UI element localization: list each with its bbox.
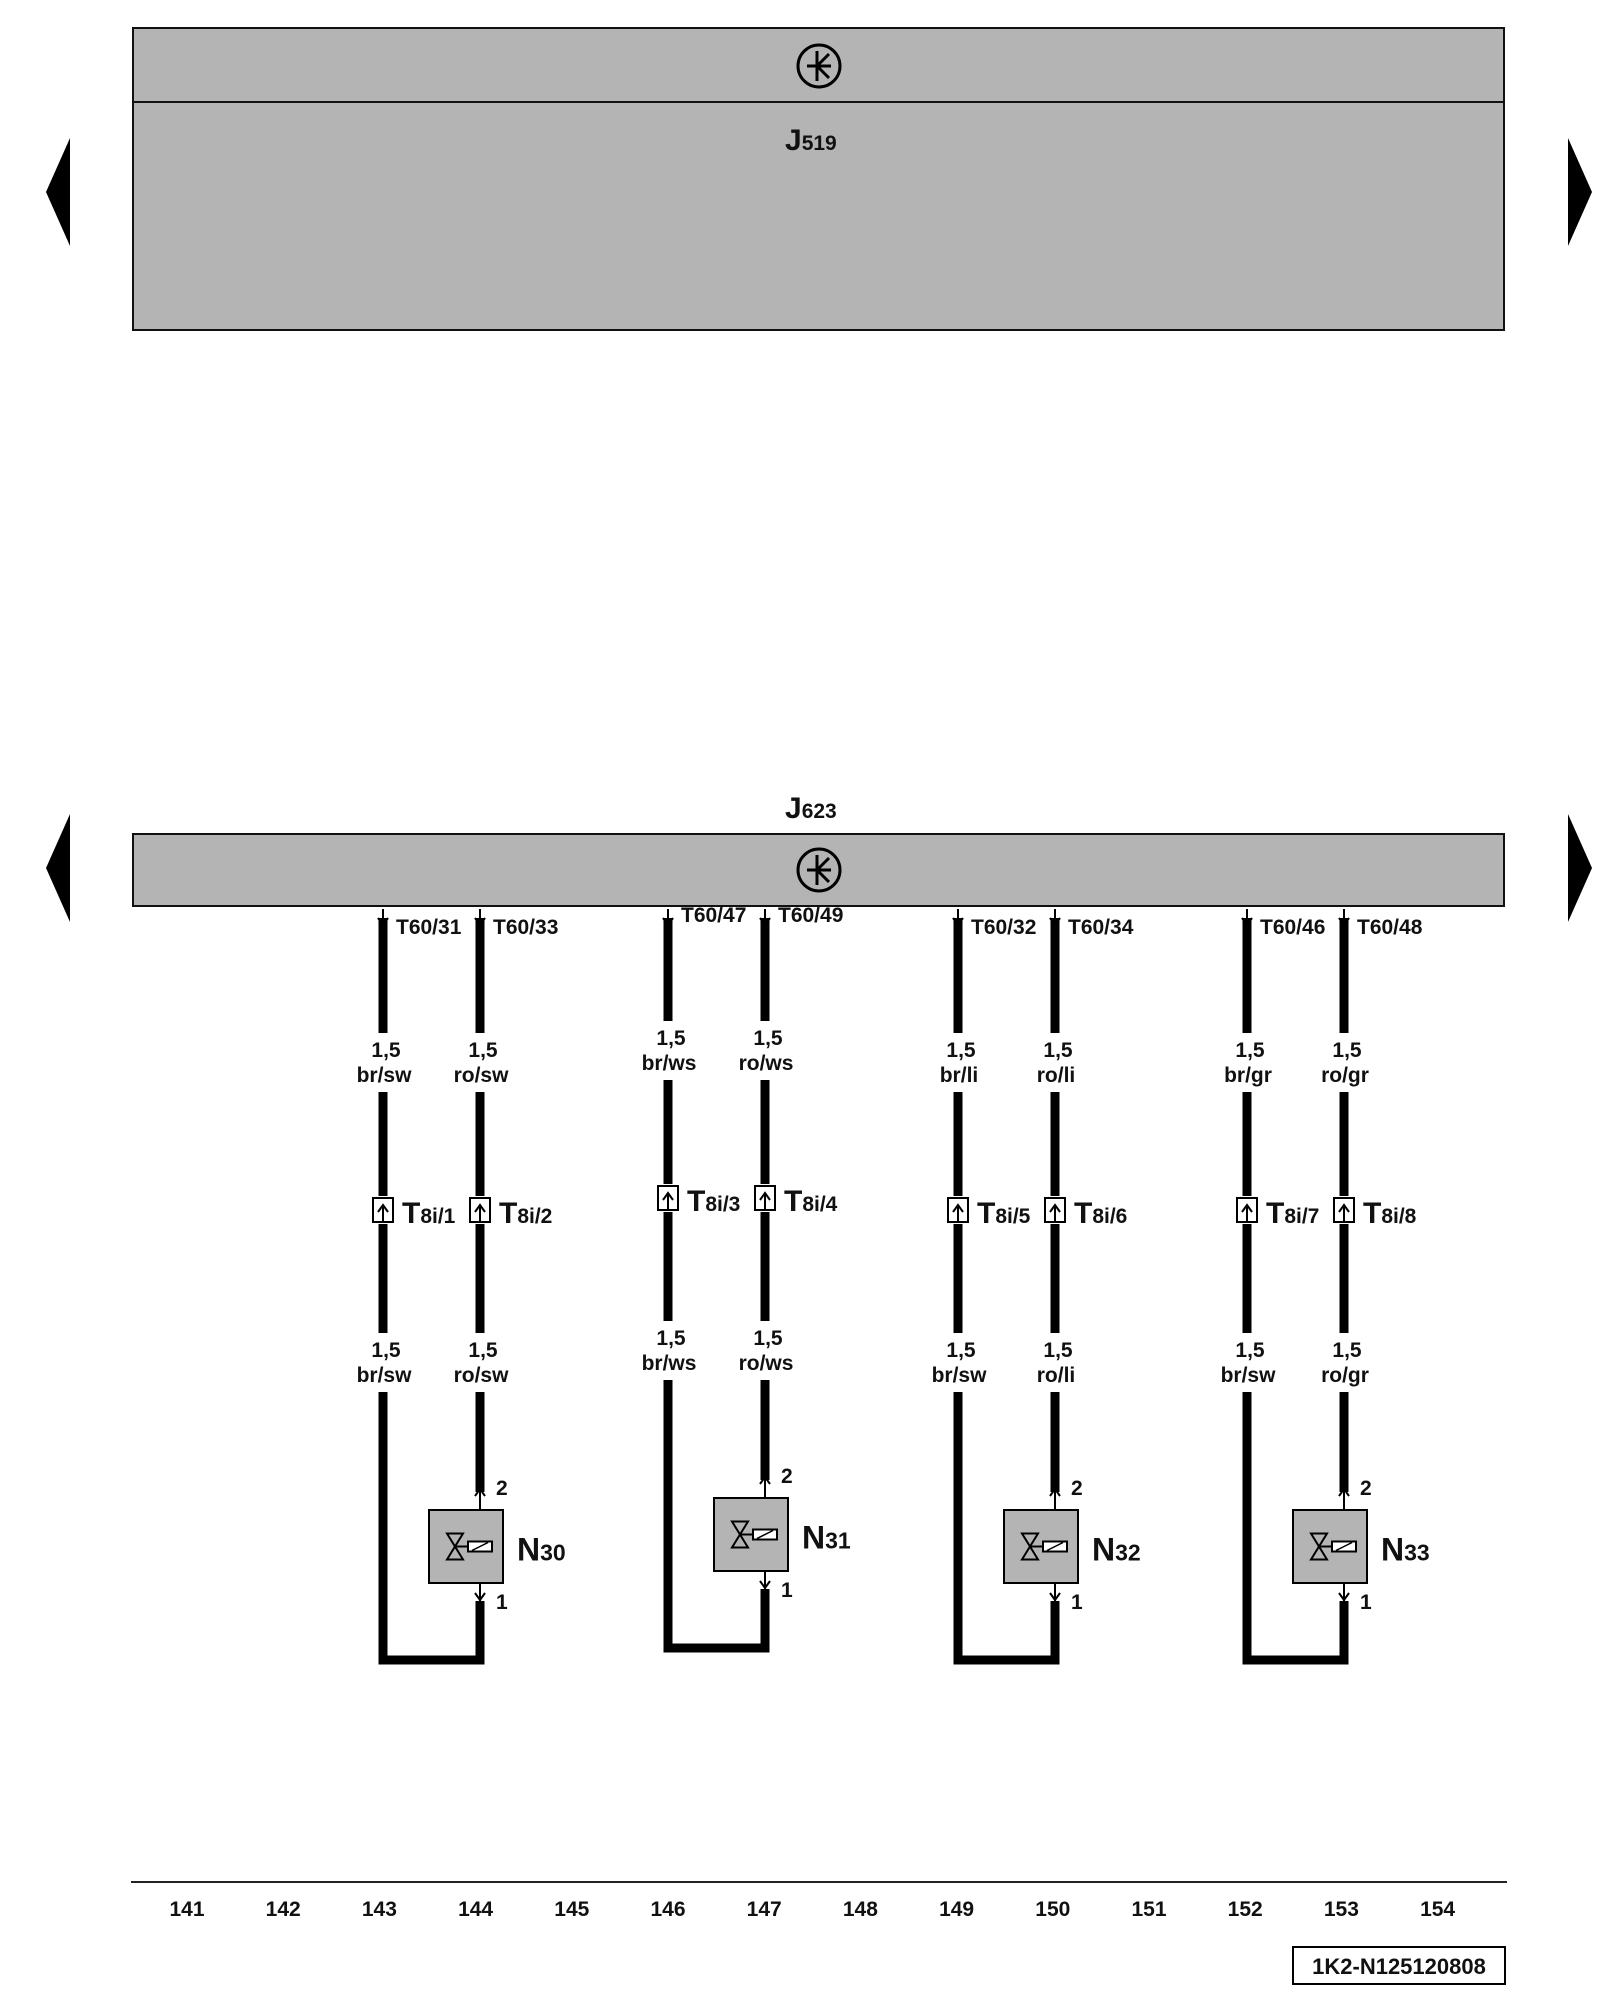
grid-number: 142: [266, 1898, 301, 1921]
wire-color-label: ro/gr: [1321, 1364, 1369, 1387]
grid-number: 145: [554, 1898, 589, 1921]
wire-color-label: ro/ws: [739, 1052, 794, 1075]
grid-number: 143: [362, 1898, 397, 1921]
grid-number: 153: [1324, 1898, 1359, 1921]
document-id-box: 1K2-N125120808: [1292, 1946, 1506, 1985]
pin-label: T60/33: [493, 916, 558, 939]
connector-label: T8i/8: [1363, 1197, 1417, 1230]
component-pin-label: 1: [1071, 1591, 1083, 1614]
component-pin-label: 2: [496, 1477, 508, 1500]
control-unit-j623: J623: [132, 792, 1505, 907]
wire-gauge-label: 1,5: [1043, 1039, 1073, 1062]
pin-label: T60/49: [778, 904, 843, 927]
component-pin-label: 2: [1071, 1477, 1083, 1500]
wire-color-label: br/sw: [357, 1064, 413, 1087]
wire-gauge-label: 1,5: [656, 1327, 686, 1350]
pin-arrow-icon: [759, 1571, 771, 1589]
wire-gauge-label: 1,5: [1332, 1039, 1362, 1062]
grid-number: 147: [747, 1898, 782, 1921]
wire-gauge-label: 1,5: [753, 1327, 783, 1350]
wire-color-label: ro/ws: [739, 1352, 794, 1375]
wire-color-label: ro/sw: [454, 1064, 510, 1087]
wire-color-label: br/ws: [642, 1052, 697, 1075]
wire-color-label: br/sw: [357, 1364, 413, 1387]
pin-label: T60/34: [1068, 916, 1134, 939]
grid-number: 152: [1228, 1898, 1263, 1921]
circuit-N31: T60/471,5br/wsT8i/31,5br/wsT60/491,5ro/w…: [642, 904, 851, 1653]
wire-color-label: ro/li: [1037, 1364, 1076, 1387]
triangle-right-icon[interactable]: [1568, 138, 1592, 246]
circuit-N32: T60/321,5br/liT8i/51,5br/swT60/341,5ro/l…: [932, 908, 1141, 1665]
pin-label: T60/32: [971, 916, 1036, 939]
wire-color-label: ro/gr: [1321, 1064, 1369, 1087]
pin-label: T60/48: [1357, 916, 1423, 939]
component-pin-label: 1: [496, 1591, 508, 1614]
component-label: N32: [1092, 1532, 1141, 1568]
component-pin-label: 1: [1360, 1591, 1372, 1614]
connector-label: T8i/7: [1266, 1197, 1319, 1230]
wire-color-label: br/ws: [642, 1352, 697, 1375]
grid-number: 154: [1420, 1898, 1455, 1921]
wire-gauge-label: 1,5: [371, 1339, 401, 1362]
wire-color-label: ro/sw: [454, 1364, 510, 1387]
triangle-left-icon[interactable]: [46, 814, 70, 922]
wire-gauge-label: 1,5: [468, 1339, 498, 1362]
wire-gauge-label: 1,5: [468, 1039, 498, 1062]
component-label: N31: [802, 1520, 851, 1556]
wire-gauge-label: 1,5: [656, 1027, 686, 1050]
valve-icon: [445, 1532, 465, 1561]
wire-gauge-label: 1,5: [1332, 1339, 1362, 1362]
wire-gauge-label: 1,5: [1235, 1039, 1265, 1062]
component-pin-label: 1: [781, 1579, 793, 1602]
connector-label: T8i/3: [687, 1185, 740, 1218]
pin-label: T60/47: [681, 904, 746, 927]
grid-number: 144: [458, 1898, 493, 1921]
circuit-N33: T60/461,5br/grT8i/71,5br/swT60/481,5ro/g…: [1221, 908, 1430, 1665]
grid-number: 150: [1035, 1898, 1070, 1921]
pin-arrow-icon: [1049, 1583, 1061, 1601]
wire-color-label: br/sw: [1221, 1364, 1277, 1387]
circuits: T60/311,5br/swT8i/11,5br/swT60/331,5ro/s…: [357, 904, 1430, 1665]
connector-label: T8i/4: [784, 1185, 838, 1218]
pin-label: T60/46: [1260, 916, 1325, 939]
wire-color-label: br/li: [940, 1064, 979, 1087]
component-label: N33: [1381, 1532, 1430, 1568]
wire-color-label: ro/li: [1037, 1064, 1076, 1087]
grid-number: 149: [939, 1898, 974, 1921]
pin-label: T60/31: [396, 916, 462, 939]
triangle-left-icon[interactable]: [46, 138, 70, 246]
grid-number: 146: [650, 1898, 685, 1921]
connector-label: T8i/2: [499, 1197, 552, 1230]
valve-icon: [730, 1520, 750, 1549]
wire-gauge-label: 1,5: [753, 1027, 783, 1050]
component-pin-label: 2: [781, 1465, 793, 1488]
pin-arrow-icon: [1338, 1583, 1350, 1601]
grid-number: 151: [1131, 1898, 1166, 1921]
grid-numbers: 141 142 143 144 145 146 147 148 149 150 151 152 153 1…: [169, 1898, 1455, 1921]
component-label: N30: [517, 1532, 566, 1568]
triangle-right-icon[interactable]: [1568, 814, 1592, 922]
control-unit-j519: J519: [132, 27, 1505, 331]
grid-number: 141: [169, 1898, 204, 1921]
component-pin-label: 2: [1360, 1477, 1372, 1500]
wire-gauge-label: 1,5: [946, 1339, 976, 1362]
valve-icon: [1309, 1532, 1329, 1561]
wire-gauge-label: 1,5: [1235, 1339, 1265, 1362]
pin-arrow-icon: [474, 1583, 486, 1601]
grid-number: 148: [843, 1898, 878, 1921]
valve-icon: [1020, 1532, 1040, 1561]
wire-color-label: br/sw: [932, 1364, 988, 1387]
wire-gauge-label: 1,5: [371, 1039, 401, 1062]
document-id: 1K2-N125120808: [1312, 1954, 1486, 1979]
j519-label: J519: [785, 124, 837, 157]
connector-label: T8i/5: [977, 1197, 1031, 1230]
connector-label: T8i/1: [402, 1197, 456, 1230]
connector-label: T8i/6: [1074, 1197, 1127, 1230]
wire-color-label: br/gr: [1224, 1064, 1272, 1087]
wire-gauge-label: 1,5: [1043, 1339, 1073, 1362]
wire-gauge-label: 1,5: [946, 1039, 976, 1062]
j623-label: J623: [785, 792, 837, 825]
circuit-N30: T60/311,5br/swT8i/11,5br/swT60/331,5ro/s…: [357, 908, 566, 1665]
